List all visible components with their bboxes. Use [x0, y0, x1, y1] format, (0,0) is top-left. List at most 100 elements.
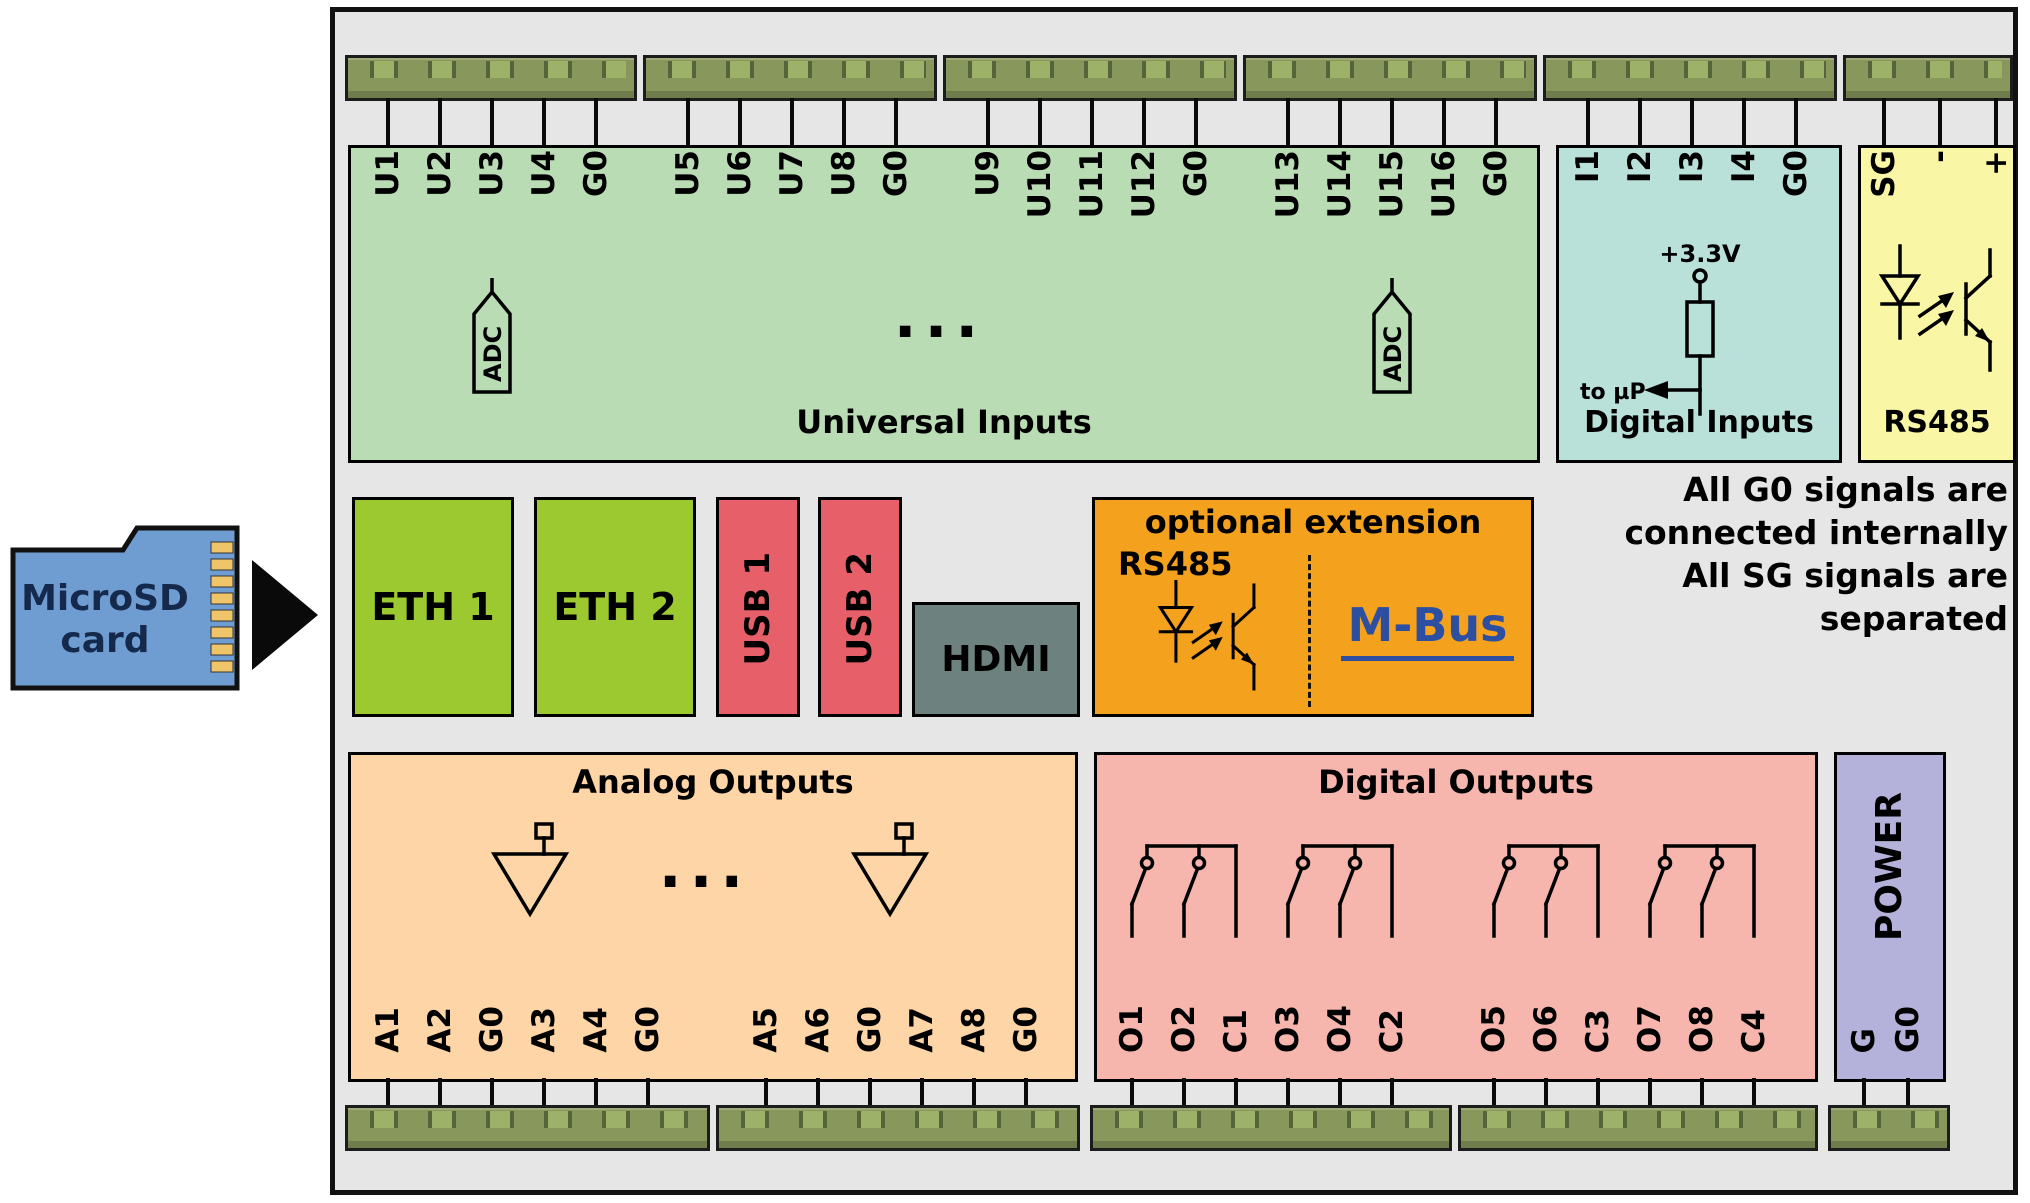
- microsd-card-icon: MicroSD card: [10, 525, 240, 691]
- extension-divider: [1308, 555, 1311, 707]
- usb2-label: USB 2: [840, 552, 880, 666]
- adc-label: ADC: [1379, 326, 1407, 382]
- dac-opamp-symbol: [490, 822, 570, 918]
- pin-label: O4: [1322, 1005, 1358, 1053]
- pin-label: U4: [526, 150, 562, 197]
- relay-contacts-symbol: [1285, 844, 1394, 938]
- pin-label: U9: [970, 150, 1006, 197]
- pin-label: O1: [1114, 1005, 1150, 1053]
- microsd-label-line1: MicroSD: [21, 578, 189, 619]
- pin-wire: [1544, 1078, 1548, 1108]
- digital-outputs-title: Digital Outputs: [1318, 763, 1594, 801]
- pin-wire: [1742, 98, 1746, 148]
- pin-label: A8: [956, 1007, 992, 1053]
- pin-wire: [1142, 98, 1146, 148]
- pin-label: A7: [904, 1007, 940, 1053]
- relay-contacts-symbol: [1491, 844, 1600, 938]
- universal-inputs-box: [348, 145, 1540, 463]
- pin-wire: [1390, 98, 1394, 148]
- pin-wire: [1648, 1078, 1652, 1108]
- pin-wire: [1596, 1078, 1600, 1108]
- pin-label: U14: [1322, 150, 1358, 219]
- pin-wire: [1994, 98, 1998, 148]
- pin-label: U2: [422, 150, 458, 197]
- pin-wire: [1638, 98, 1642, 148]
- adc-symbol: ADC: [472, 278, 512, 394]
- pin-wire: [1586, 98, 1590, 148]
- pin-wire: [1038, 98, 1042, 148]
- power-box: [1834, 752, 1946, 1082]
- pin-wire: [594, 1078, 598, 1108]
- dac-opamp-symbol: [850, 822, 930, 918]
- pin-label: G0: [878, 150, 914, 198]
- pin-wire: [490, 1078, 494, 1108]
- supply-label: +3.3V: [1659, 240, 1741, 268]
- terminal-notches: [356, 1111, 699, 1128]
- pin-wire: [1794, 98, 1798, 148]
- analog-outputs-box: [348, 752, 1078, 1082]
- pin-wire: [386, 1078, 390, 1108]
- pin-wire: [1442, 98, 1446, 148]
- terminal-notches: [1554, 61, 1826, 78]
- pin-label: U10: [1022, 150, 1058, 219]
- pin-label: U13: [1270, 150, 1306, 219]
- pin-label: A4: [578, 1007, 614, 1053]
- pin-wire: [1286, 98, 1290, 148]
- power-title: POWER: [1869, 792, 1910, 942]
- pin-label: U5: [670, 150, 706, 197]
- pin-label: C3: [1580, 1008, 1616, 1053]
- terminal-notches: [654, 61, 926, 78]
- pin-wire: [542, 1078, 546, 1108]
- terminal-strip: [1243, 55, 1537, 101]
- pin-label: O6: [1528, 1005, 1564, 1053]
- pin-wire: [1234, 1078, 1238, 1108]
- pin-label: U7: [774, 150, 810, 197]
- pin-label: A2: [422, 1007, 458, 1053]
- eth1-port: ETH 1: [352, 497, 514, 717]
- pin-label: +: [1978, 150, 2014, 176]
- pin-wire: [438, 1078, 442, 1108]
- pin-label: A3: [526, 1007, 562, 1053]
- terminal-notches: [1839, 1111, 1939, 1128]
- relay-contacts-symbol: [1647, 844, 1756, 938]
- pin-wire: [1690, 98, 1694, 148]
- ellipsis: ...: [893, 282, 987, 352]
- pin-wire: [1390, 1078, 1394, 1108]
- terminal-strip: [1458, 1105, 1818, 1151]
- terminal-notches: [356, 61, 626, 78]
- pin-wire: [542, 98, 546, 148]
- pin-label: C2: [1374, 1008, 1410, 1053]
- pin-label: O5: [1476, 1005, 1512, 1053]
- pin-label: G0: [474, 1005, 510, 1053]
- pin-wire: [764, 1078, 768, 1108]
- pin-wire: [438, 98, 442, 148]
- terminal-strip: [1828, 1105, 1950, 1151]
- pin-wire: [868, 1078, 872, 1108]
- terminal-notches: [954, 61, 1226, 78]
- pin-label: O2: [1166, 1005, 1202, 1053]
- terminal-strip: [345, 55, 637, 101]
- pin-label: C1: [1218, 1008, 1254, 1053]
- terminal-notches: [1254, 61, 1526, 78]
- terminal-strip: [1843, 55, 2013, 101]
- pin-label: A5: [748, 1007, 784, 1053]
- note-line: connected internally: [1624, 513, 2008, 552]
- universal-inputs-title: Universal Inputs: [796, 403, 1092, 441]
- terminal-strip: [943, 55, 1237, 101]
- note-line: All SG signals are: [1682, 556, 2008, 595]
- pin-label: O7: [1632, 1005, 1668, 1053]
- pin-label: O3: [1270, 1005, 1306, 1053]
- usb2-port: [818, 497, 902, 717]
- pin-wire: [920, 1078, 924, 1108]
- pin-label: SG: [1866, 150, 1902, 198]
- pin-wire: [842, 98, 846, 148]
- note-line: All G0 signals are: [1683, 470, 2008, 509]
- pin-label: I3: [1674, 150, 1710, 184]
- pin-label: U8: [826, 150, 862, 197]
- pin-wire: [646, 1078, 650, 1108]
- pin-wire: [1752, 1078, 1756, 1108]
- pin-label: O8: [1684, 1005, 1720, 1053]
- pin-label: U6: [722, 150, 758, 197]
- pullup-resistor-symbol: +3.3V to µP: [1580, 240, 1741, 416]
- pin-label: U16: [1426, 150, 1462, 219]
